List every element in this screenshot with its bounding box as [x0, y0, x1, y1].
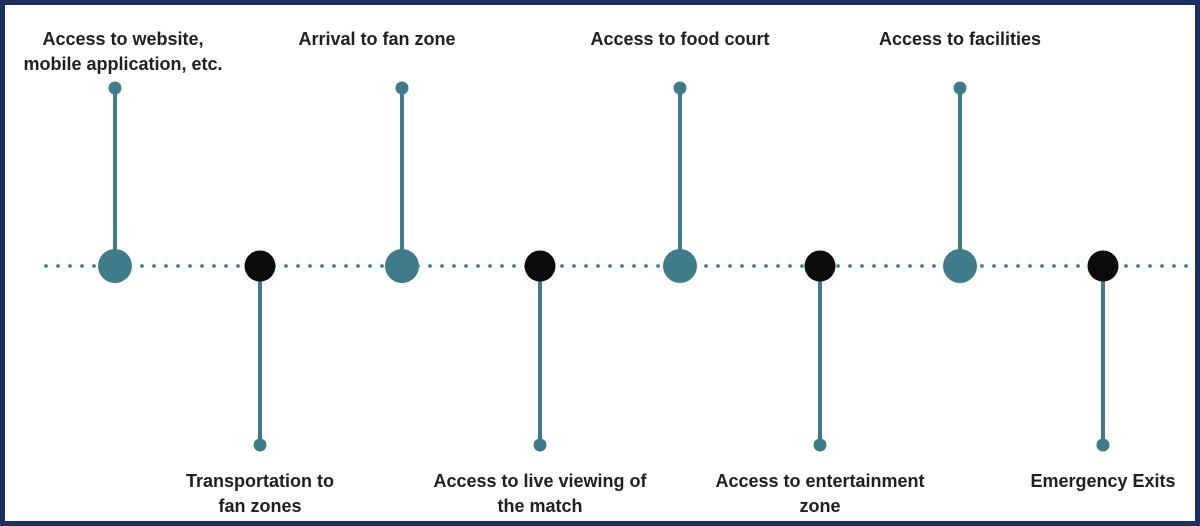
milestone-label: Access to website, mobile application, e…: [23, 29, 223, 74]
milestone-label: Emergency Exits: [1030, 471, 1176, 491]
milestone-tip-dot: [533, 438, 547, 452]
milestone-node-circle: [244, 250, 276, 282]
milestone-label: Access to live viewing of the match: [433, 471, 647, 516]
milestone-stem: [258, 266, 262, 445]
milestone-label: Arrival to fan zone: [298, 29, 456, 49]
milestone-node-circle: [943, 249, 977, 283]
milestone-node-circle: [1087, 250, 1119, 282]
milestone-node-circle: [663, 249, 697, 283]
milestone-tip-dot: [953, 81, 967, 95]
milestone-node-circle: [524, 250, 556, 282]
milestone-tip-dot: [813, 438, 827, 452]
milestone-stem: [113, 88, 117, 266]
milestone-node-circle: [804, 250, 836, 282]
milestone-label: Transportation to fan zones: [186, 471, 334, 516]
milestone-stem: [400, 88, 404, 266]
milestone-stem: [538, 266, 542, 445]
milestone-tip-dot: [673, 81, 687, 95]
milestone-stem: [1101, 266, 1105, 445]
milestone-label: Access to food court: [590, 29, 770, 49]
milestone-tip-dot: [108, 81, 122, 95]
milestone-tip-dot: [395, 81, 409, 95]
milestone-tip-dot: [253, 438, 267, 452]
milestone-stem: [958, 88, 962, 266]
timeline-dotted-axis: [40, 264, 1193, 268]
milestone-tip-dot: [1096, 438, 1110, 452]
milestone-stem: [678, 88, 682, 266]
milestone-node-circle: [385, 249, 419, 283]
milestone-stem: [818, 266, 822, 445]
milestone-label: Access to facilities: [878, 29, 1042, 49]
milestone-label: Access to entertainment zone: [715, 471, 925, 516]
milestone-node-circle: [98, 249, 132, 283]
